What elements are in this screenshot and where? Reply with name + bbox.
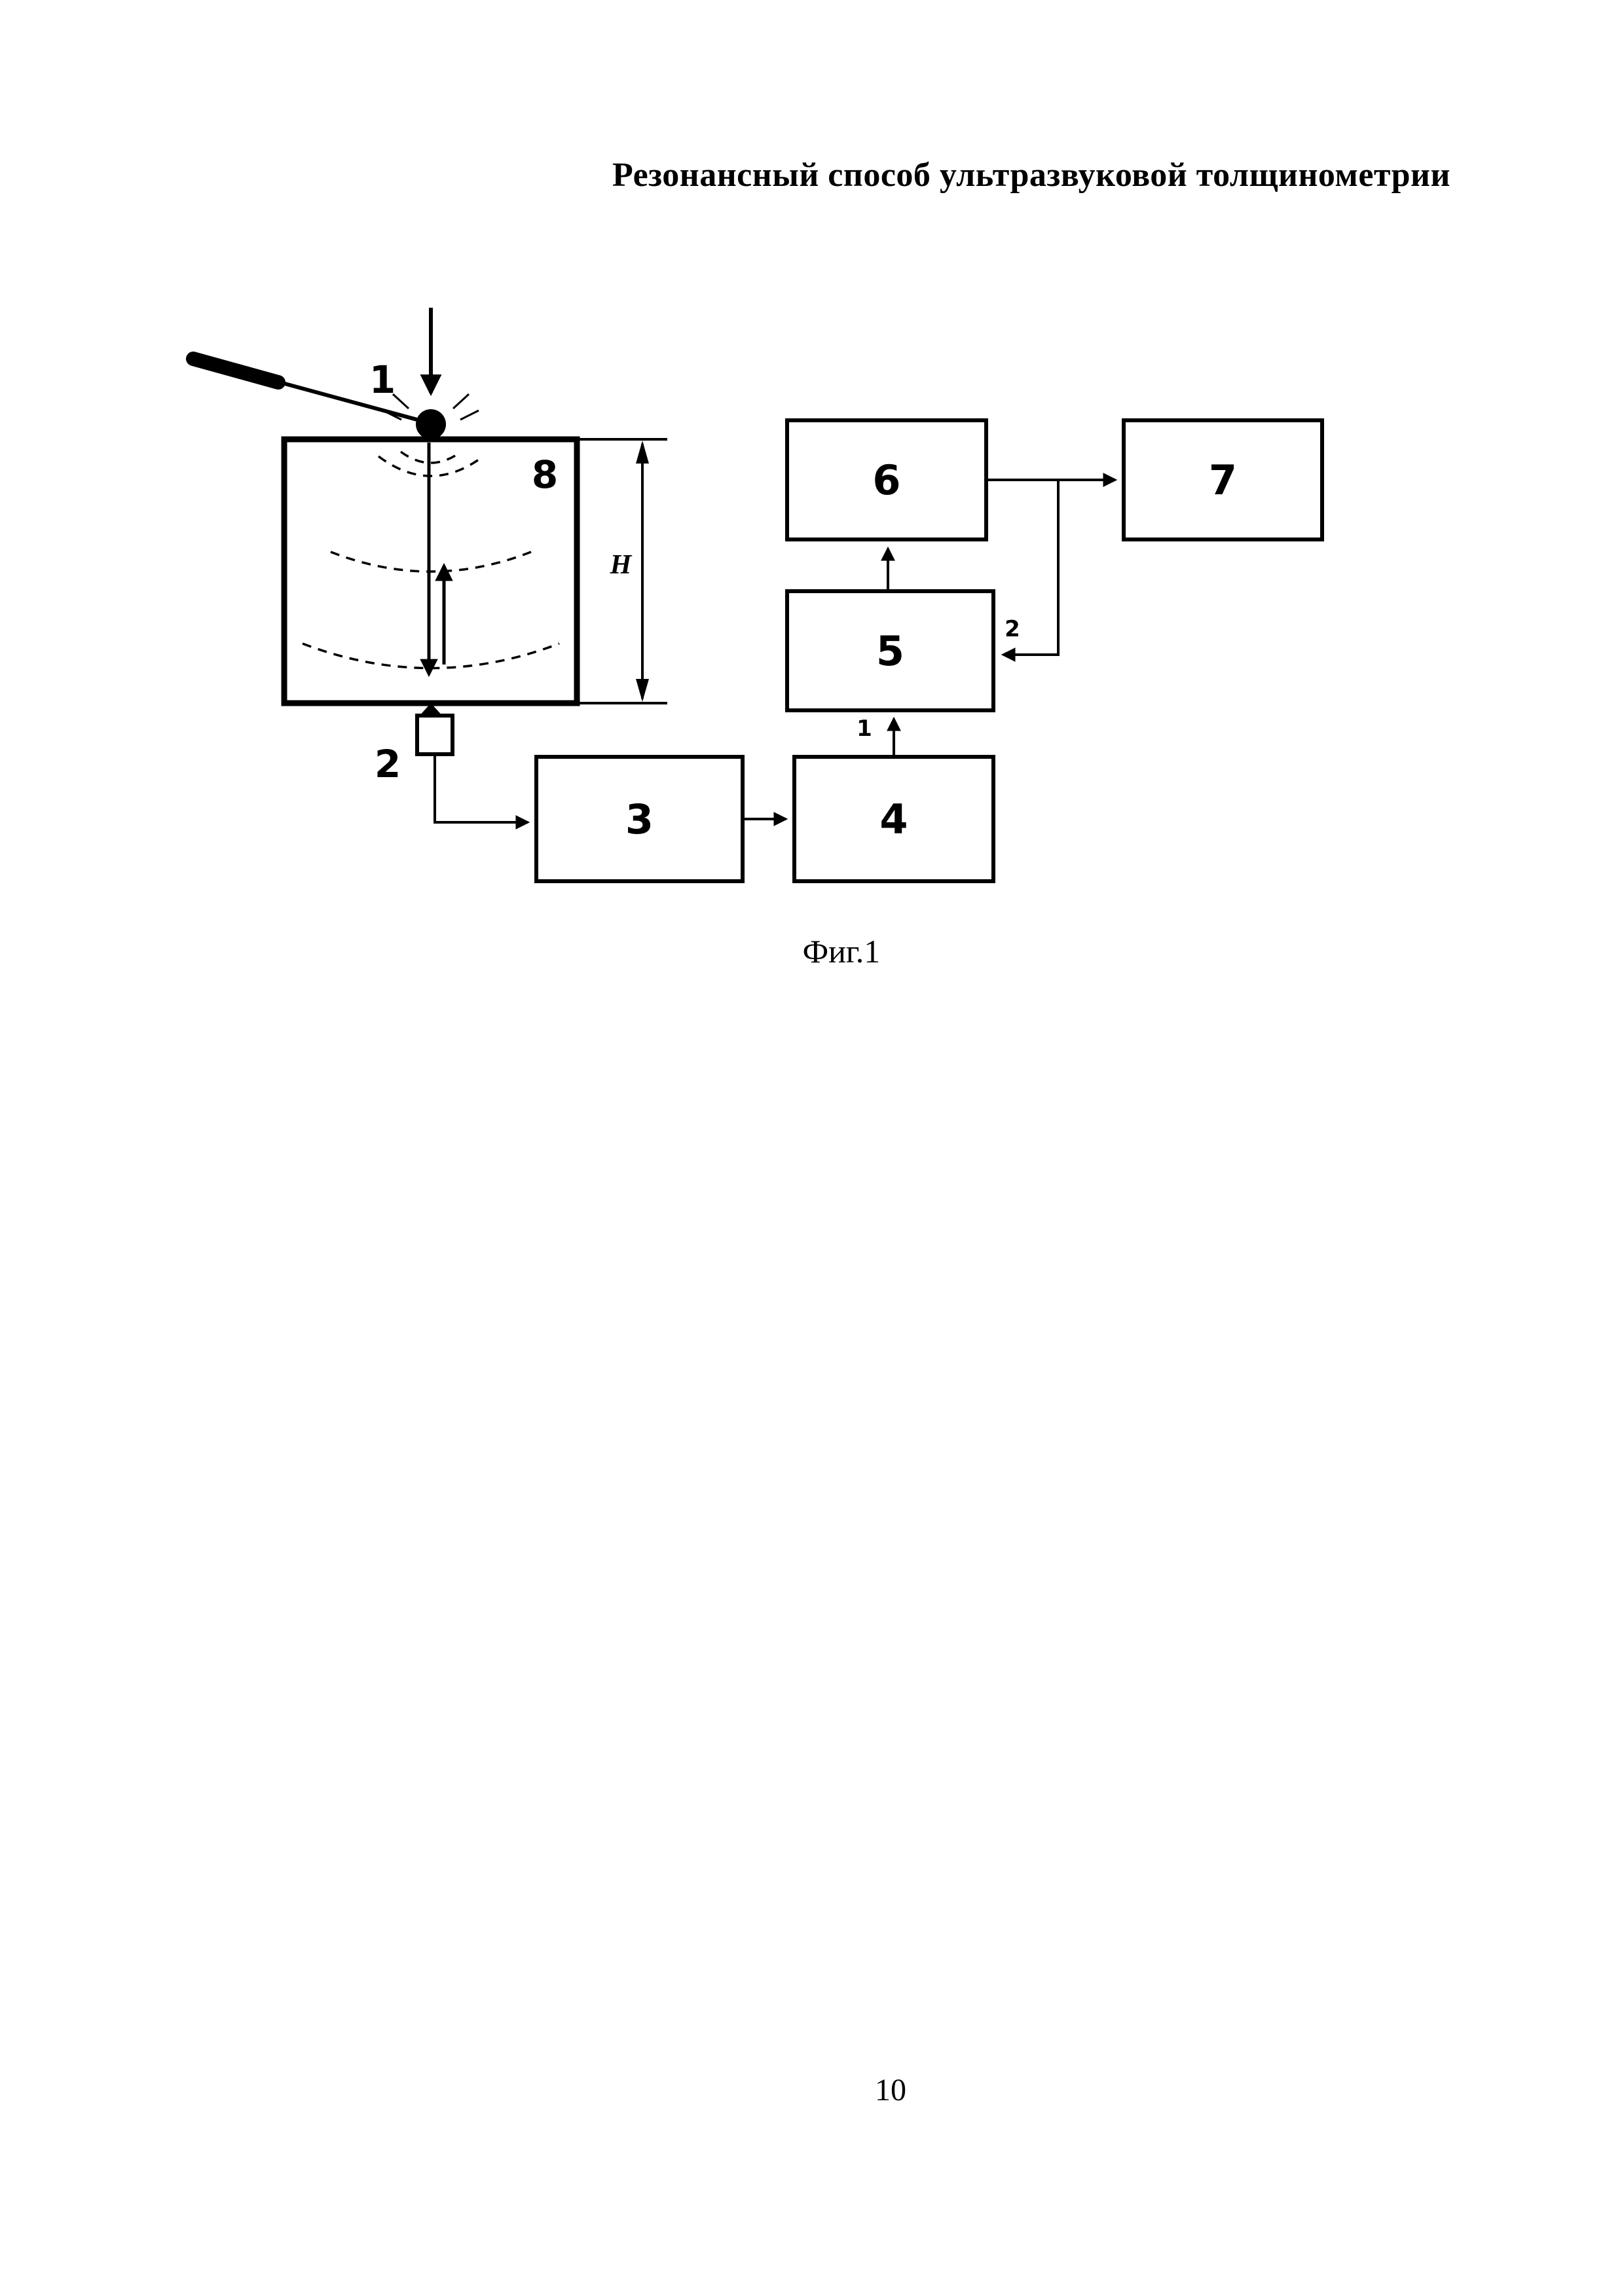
hammer-icon — [186, 352, 418, 422]
block-5-label: 5 — [876, 627, 905, 675]
receiver-label: 2 — [374, 742, 401, 786]
specimen-label: 8 — [531, 452, 559, 497]
impact-ball — [416, 409, 446, 439]
height-dimension-label: H — [610, 550, 632, 580]
wire-receiver-to-block3 — [434, 754, 530, 829]
signal-input1-label: 1 — [857, 716, 872, 742]
block-4-label: 4 — [879, 795, 908, 843]
block-6-label: 6 — [872, 456, 901, 504]
height-dimension — [577, 438, 667, 704]
hammer-label: 1 — [369, 357, 396, 402]
wavefront-arcs — [302, 450, 560, 670]
impact-spark-marks — [382, 393, 479, 421]
block-3-label: 3 — [625, 795, 654, 843]
page-number: 10 — [875, 2073, 906, 2107]
specimen-box — [281, 436, 580, 706]
figure-caption: Фиг.1 — [802, 933, 881, 970]
page-title: Резонансный способ ультразвуковой толщин… — [612, 156, 1450, 194]
connection-arrows — [743, 473, 1118, 826]
receiver-sensor — [415, 703, 454, 756]
wave-path-arrows — [420, 443, 453, 678]
signal-input2-label: 2 — [1005, 616, 1020, 642]
block-7-box — [1122, 418, 1324, 541]
block-7-label: 7 — [1208, 456, 1238, 504]
block-5-box — [785, 589, 995, 712]
